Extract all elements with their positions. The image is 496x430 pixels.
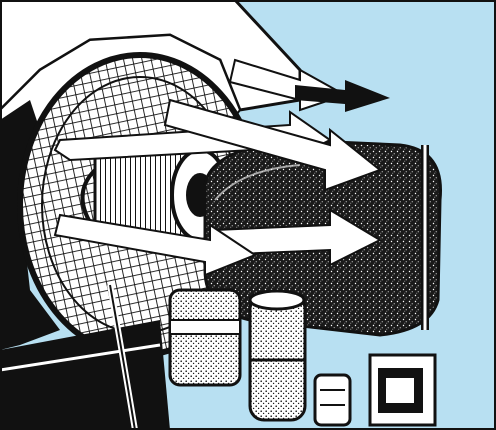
service-valve — [315, 375, 350, 425]
start-relay — [170, 290, 240, 385]
capacitor — [250, 291, 305, 420]
terminal-box — [370, 355, 435, 425]
